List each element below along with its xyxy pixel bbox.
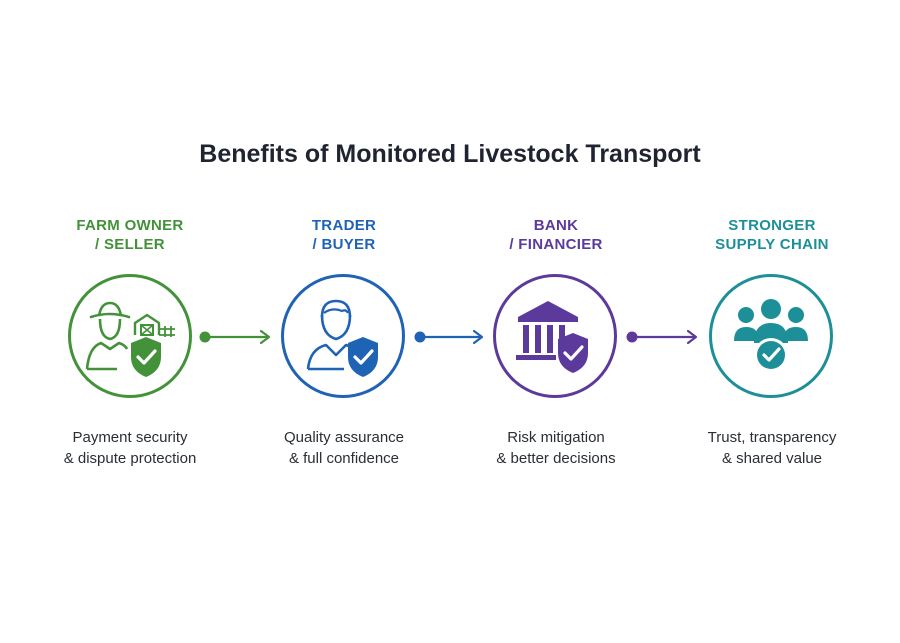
stage-label-line1: STRONGER [728, 217, 816, 234]
connector-arrow-3 [626, 329, 698, 345]
stage-label-line1: TRADER [311, 217, 377, 234]
farmer-barn-shield-icon [85, 301, 175, 377]
stage-description-trader: Quality assurance & full confidence [244, 427, 444, 469]
description-line1: Quality assurance [283, 429, 405, 446]
stage-label-line2: / BUYER [312, 236, 376, 253]
farm-owner-circle [68, 274, 192, 398]
stage-description-farm-owner: Payment security & dispute protection [30, 427, 230, 469]
trader-circle [281, 274, 405, 398]
bank-circle [493, 274, 617, 398]
stage-label: FARM OWNER / SELLER [30, 216, 230, 256]
stage-label: BANK / FINANCIER [456, 216, 656, 256]
stage-label: STRONGER SUPPLY CHAIN [672, 216, 872, 256]
description-line2: & better decisions [496, 450, 616, 467]
stage-description-supply-chain: Trust, transparency & shared value [672, 427, 872, 469]
description-line1: Payment security [72, 429, 188, 446]
person-shield-icon [306, 299, 378, 377]
connector-arrow-1 [199, 329, 271, 345]
stage-supply-chain: STRONGER SUPPLY CHAIN [672, 216, 872, 256]
description-line2: & dispute protection [63, 450, 197, 467]
stage-label: TRADER / BUYER [244, 216, 444, 256]
supply-chain-circle [709, 274, 833, 398]
description-line2: & shared value [721, 450, 823, 467]
stage-bank: BANK / FINANCIER [456, 216, 656, 256]
stage-label-line2: / SELLER [95, 236, 165, 253]
group-check-icon [734, 299, 808, 372]
stage-label-line2: / FINANCIER [509, 236, 603, 253]
description-line1: Risk mitigation [507, 429, 605, 446]
description-line1: Trust, transparency [707, 429, 837, 446]
bank-shield-icon [516, 301, 588, 373]
description-line2: & full confidence [288, 450, 400, 467]
connector-arrow-2 [414, 329, 484, 345]
stage-trader: TRADER / BUYER [244, 216, 444, 256]
stage-description-bank: Risk mitigation & better decisions [456, 427, 656, 469]
stage-label-line1: FARM OWNER [76, 217, 184, 234]
page-title: Benefits of Monitored Livestock Transpor… [199, 140, 701, 168]
stage-label-line2: SUPPLY CHAIN [715, 236, 829, 253]
stage-label-line1: BANK [533, 217, 579, 234]
stage-farm-owner: FARM OWNER / SELLER [30, 216, 230, 256]
